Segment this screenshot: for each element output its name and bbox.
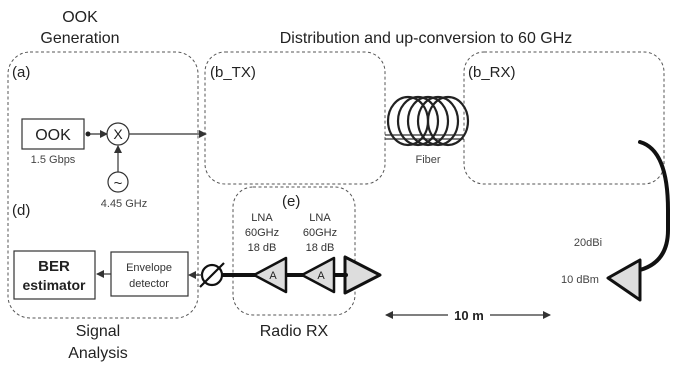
antenna-power: 10 dBm xyxy=(561,274,599,286)
ook-box xyxy=(21,118,85,150)
svg-text:A: A xyxy=(317,270,325,282)
lna1-type: LNA xyxy=(251,212,273,224)
lna2-freq: 60GHz xyxy=(303,227,337,239)
heading-distribution: Distribution and up-conversion to 60 GHz xyxy=(280,30,573,47)
heading-signal-line1: Signal xyxy=(76,323,120,340)
svg-text:X: X xyxy=(113,126,123,142)
lna1-freq: 60GHz xyxy=(245,227,279,239)
heading-ook-line2: Generation xyxy=(40,30,119,47)
horn-antenna-icon xyxy=(343,255,382,295)
heading-signal-line2: Analysis xyxy=(68,345,128,362)
panel-label-a: (a) xyxy=(12,64,30,81)
lna2-gain: 18 dB xyxy=(306,242,335,254)
panel-e xyxy=(232,186,356,316)
mixer-icon: X xyxy=(106,122,130,146)
panel-b-rx xyxy=(463,51,665,185)
svg-text:A: A xyxy=(269,270,277,282)
ook-output-dot xyxy=(85,131,91,137)
attenuator-icon xyxy=(199,262,225,288)
amplifier-icon: A xyxy=(252,256,288,294)
panel-label-e: (e) xyxy=(282,193,300,210)
horn-antenna-icon xyxy=(606,258,642,302)
oscillator-icon: ~ xyxy=(107,171,129,193)
lna2-type: LNA xyxy=(309,212,331,224)
panel-label-d: (d) xyxy=(12,202,30,219)
panel-label-b-rx: (b_RX) xyxy=(468,64,516,81)
ber-line2: estimator xyxy=(22,277,86,293)
envelope-line2: detector xyxy=(129,278,169,290)
ber-line1: BER xyxy=(38,258,70,275)
panel-ook-signal xyxy=(7,51,199,319)
antenna-gain: 20dBi xyxy=(574,237,602,249)
envelope-line1: Envelope xyxy=(126,262,172,274)
ook-rate: 1.5 Gbps xyxy=(31,154,76,166)
ber-estimator-box xyxy=(13,250,96,300)
heading-radio-rx: Radio RX xyxy=(260,323,329,340)
distance-label: 10 m xyxy=(454,308,484,323)
distance-label-bg xyxy=(448,305,490,325)
fiber-label: Fiber xyxy=(415,154,440,166)
amplifier-icon: A xyxy=(300,256,336,294)
lna1-gain: 18 dB xyxy=(248,242,277,254)
lo-frequency: 4.45 GHz xyxy=(101,198,147,210)
rf-cable xyxy=(638,140,670,272)
fiber-coil-icon xyxy=(386,95,470,147)
ook-label: OOK xyxy=(35,127,71,144)
heading-ook-line1: OOK xyxy=(62,9,98,26)
panel-label-b-tx: (b_TX) xyxy=(210,64,256,81)
panel-b-tx xyxy=(204,51,386,185)
svg-text:~: ~ xyxy=(114,175,123,192)
